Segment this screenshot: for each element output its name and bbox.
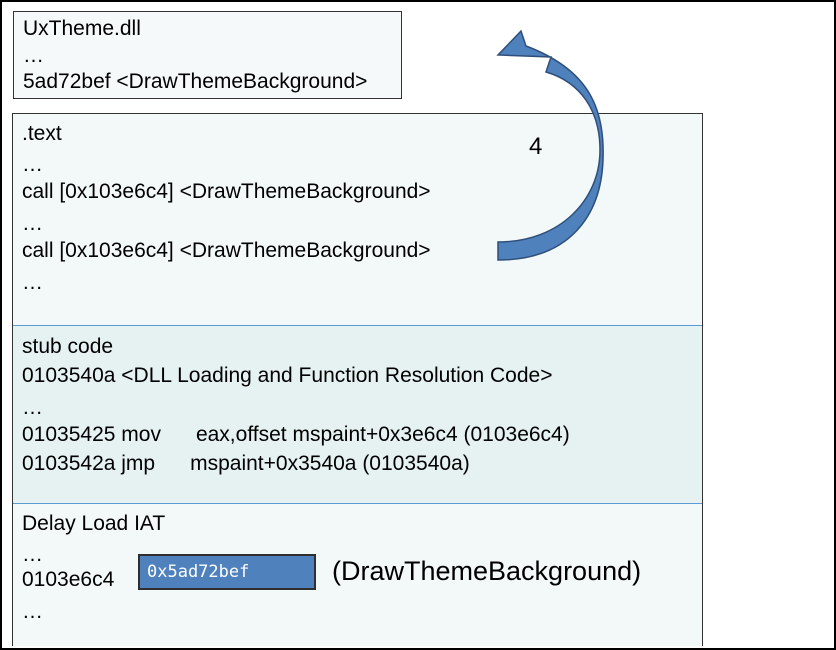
delay-load-iat-section: Delay Load IAT … 0103e6c4 … 0x5ad72bef (…: [13, 503, 702, 646]
call-instruction-1: call [0x103e6c4] <DrawThemeBackground>: [22, 180, 431, 203]
module-box: .text … call [0x103e6c4] <DrawThemeBackg…: [12, 113, 703, 646]
iat-section-title: Delay Load IAT: [22, 512, 166, 535]
stub-jmp-instruction: 0103542a jmp mspaint+0x3540a (0103540a): [22, 452, 470, 475]
dll-export-entry: 5ad72bef <DrawThemeBackground>: [23, 70, 368, 93]
iat-value-label: (DrawThemeBackground): [332, 556, 642, 586]
text-ellipsis-1: …: [22, 153, 43, 176]
text-section-title: .text: [22, 122, 62, 145]
text-ellipsis-2: …: [22, 212, 43, 235]
iat-ellipsis-1: …: [22, 543, 43, 566]
uxtheme-dll-box: UxTheme.dll … 5ad72bef <DrawThemeBackgro…: [13, 11, 402, 99]
call-instruction-2: call [0x103e6c4] <DrawThemeBackground>: [22, 239, 431, 262]
text-ellipsis-3: …: [22, 271, 43, 294]
dll-ellipsis: …: [23, 44, 44, 67]
stub-code-section: stub code 0103540a <DLL Loading and Func…: [13, 325, 702, 503]
stub-section-title: stub code: [22, 335, 114, 358]
curved-arrow-icon: [496, 29, 604, 261]
iat-ellipsis-2: …: [22, 600, 43, 623]
step-number: 4: [529, 133, 543, 160]
text-section: .text … call [0x103e6c4] <DrawThemeBackg…: [13, 114, 702, 325]
iat-entry-address: 0103e6c4: [22, 568, 115, 591]
stub-ellipsis: …: [22, 396, 43, 419]
stub-mov-instruction: 01035425 mov eax,offset mspaint+0x3e6c4 …: [22, 423, 570, 446]
dll-title: UxTheme.dll: [23, 17, 141, 40]
stub-resolution-code: 0103540a <DLL Loading and Function Resol…: [22, 364, 553, 387]
iat-value-box: 0x5ad72bef: [138, 554, 316, 590]
